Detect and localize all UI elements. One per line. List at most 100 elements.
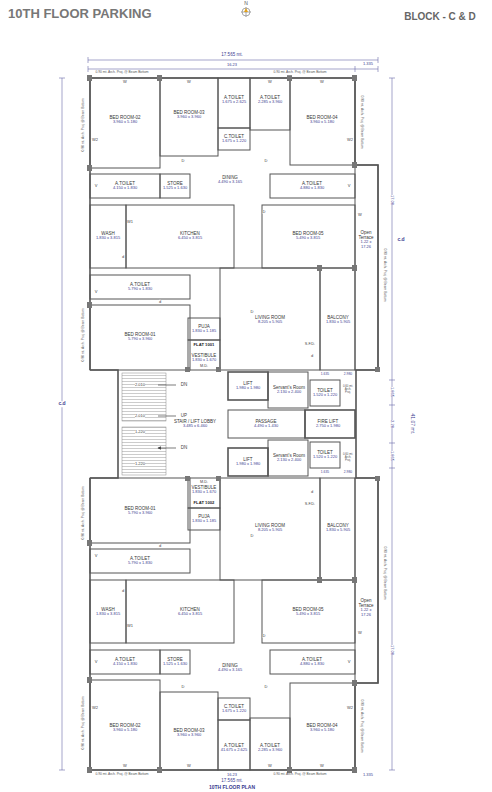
plan-stroke	[90, 78, 160, 168]
plan-label: W	[187, 80, 191, 84]
plan-stroke	[270, 174, 355, 198]
room-dimension: 1.525 x 1.630	[162, 662, 189, 667]
plan-stroke	[87, 302, 92, 308]
plan-stroke	[185, 367, 190, 372]
plan-label: FLAT 1001	[194, 343, 215, 348]
room-label: A.TOILET5.790 x 1.830	[127, 556, 153, 566]
room-dimension: 1.830 x 1.185	[191, 519, 217, 524]
plan-label: UP	[181, 414, 187, 419]
plan-stroke	[59, 57, 395, 770]
plan-stroke	[90, 174, 160, 198]
room-dimension: 2.285 x 3.960	[257, 100, 283, 105]
room-dimension: 3.485 x 6.460	[173, 424, 217, 429]
room-label: A.TOILET2.285 x 3.960	[257, 95, 283, 105]
room-label: STORE1.525 x 1.630	[162, 657, 189, 667]
plan-label: W	[187, 764, 191, 768]
plan-label: W	[123, 764, 127, 768]
plan-label: 16.23	[227, 773, 237, 777]
plan-stroke	[87, 75, 380, 424]
plan-label: S.F.D.	[305, 502, 315, 506]
room-label: LIVING ROOM8.205 x 5.905	[254, 523, 286, 533]
plan-label: 17.565 mt.	[221, 779, 242, 784]
plan-label: W1	[127, 624, 133, 628]
room-label: PUJA1.830 x 1.185	[191, 324, 217, 334]
room-label: STAIR / LIFT LOBBY3.485 x 6.460	[173, 419, 217, 429]
room-dimension: 1.980 x 1.980	[235, 386, 261, 391]
plan-label: 1.220	[135, 430, 145, 434]
room-label: FIRE LIFT2.750 x 1.980	[315, 419, 341, 429]
room-label: DINING4.490 x 3.165	[217, 663, 243, 673]
room-label: VESTIBULE1.830 x 1.670	[191, 485, 217, 495]
room-dimension: 1.675 x 2.625	[220, 100, 249, 105]
plan-label: 2.980	[344, 471, 352, 475]
plan-stroke	[87, 424, 380, 773]
plan-label: D	[263, 210, 266, 214]
room-label: LIFT1.980 x 1.980	[235, 457, 261, 467]
room-label: Servant's Room2.130 x 2.400	[273, 453, 306, 463]
plan-label: 0.90 mt. Arch. Proj. @ Beam Bottom	[82, 98, 86, 151]
room-dimension: 1.830 x 3.815	[93, 236, 124, 241]
plan-label: 0.90 mt. Arch. Proj. @ Beam Bottom	[82, 486, 86, 539]
plan-label: 1.635	[321, 471, 329, 475]
plan-stroke	[389, 78, 395, 770]
plan-caption: 10TH FLOOR PLAN	[209, 784, 255, 790]
plan-stroke	[188, 340, 220, 370]
room-dimension: 4.490 x 3.165	[217, 668, 243, 673]
plan-stroke	[262, 205, 355, 268]
plan-label: D	[263, 634, 266, 638]
room-label: A.TOILET41.675 x 2.625	[220, 743, 249, 753]
room-label: C.TOILET1.675 x 1.220	[221, 704, 247, 714]
room-dimension: 5.790 x 1.830	[127, 287, 153, 292]
plan-stroke	[90, 78, 378, 424]
plan-label: W	[358, 213, 362, 217]
room-label: WASH1.830 x 3.815	[93, 607, 124, 617]
room-label: A.TOILET1.675 x 2.625	[220, 95, 249, 105]
room-dimension: 1.830 x 5.905	[322, 320, 355, 325]
plan-label: BLOCK - C & D	[404, 11, 476, 22]
plan-label: W	[268, 80, 272, 84]
room-label: PASSAGE4.490 x 1.430	[253, 419, 279, 429]
plan-label: 2.28	[390, 420, 394, 428]
plan-stroke	[220, 268, 320, 370]
plan-stroke	[317, 265, 322, 271]
plan-label: DN	[181, 446, 188, 451]
room-dimension: 8.205 x 5.905	[254, 320, 286, 325]
plan-stroke	[244, 8, 248, 12]
room-dimension: 5.490 x 3.815	[292, 236, 325, 241]
plan-label: V	[348, 660, 351, 664]
plan-stroke	[241, 7, 251, 17]
room-label: BED ROOM-033.960 x 3.960	[173, 110, 206, 120]
plan-stroke	[355, 165, 378, 370]
room-label: A.TOILET4.150 x 1.830	[112, 657, 138, 667]
room-label: BALCONY1.830 x 5.905	[322, 523, 355, 533]
plan-label: 1.865	[390, 387, 394, 397]
plan-label: d	[311, 490, 313, 494]
plan-label: 1.865	[390, 451, 394, 461]
room-label: C.TOILET1.675 x 1.220	[221, 134, 247, 144]
plan-stroke	[87, 75, 380, 372]
plan-title: 10TH FLOOR PARKING	[8, 6, 152, 21]
plan-stroke	[290, 78, 355, 165]
room-dimension: 4.490 x 3.165	[217, 180, 243, 185]
plan-label: 1.635	[321, 373, 329, 377]
room-dimension: 4.150 x 1.830	[112, 662, 138, 667]
room-dimension: 1.830 x 3.815	[93, 612, 124, 617]
plan-stroke	[287, 75, 292, 81]
room-dimension: 1.525 x 1.630	[162, 186, 189, 191]
plan-stroke	[87, 75, 92, 81]
room-dimension: 1.830 x 1.670	[191, 490, 217, 495]
plan-label: d	[122, 255, 124, 259]
room-dimension: 5.790 x 3.960	[124, 511, 157, 516]
plan-label: 0.60 mt. Arch. Proj.	[342, 453, 355, 462]
plan-label: 1.220	[135, 462, 145, 466]
plan-label: W1	[127, 220, 133, 224]
plan-label: D	[251, 534, 254, 538]
room-dimension: 3.960 x 3.960	[173, 115, 206, 120]
room-dimension: 1.675 x 1.220	[221, 139, 247, 144]
plan-label: 0.90 mt. Arch. Proj. @ Beam Bottom	[82, 696, 86, 749]
room-dimension: 5.790 x 3.960	[124, 337, 157, 342]
room-dimension: 3.960 x 5.180	[306, 728, 339, 733]
room-dimension: 3.960 x 3.960	[173, 733, 206, 738]
room-dimension: 2.130 x 2.400	[273, 458, 306, 463]
